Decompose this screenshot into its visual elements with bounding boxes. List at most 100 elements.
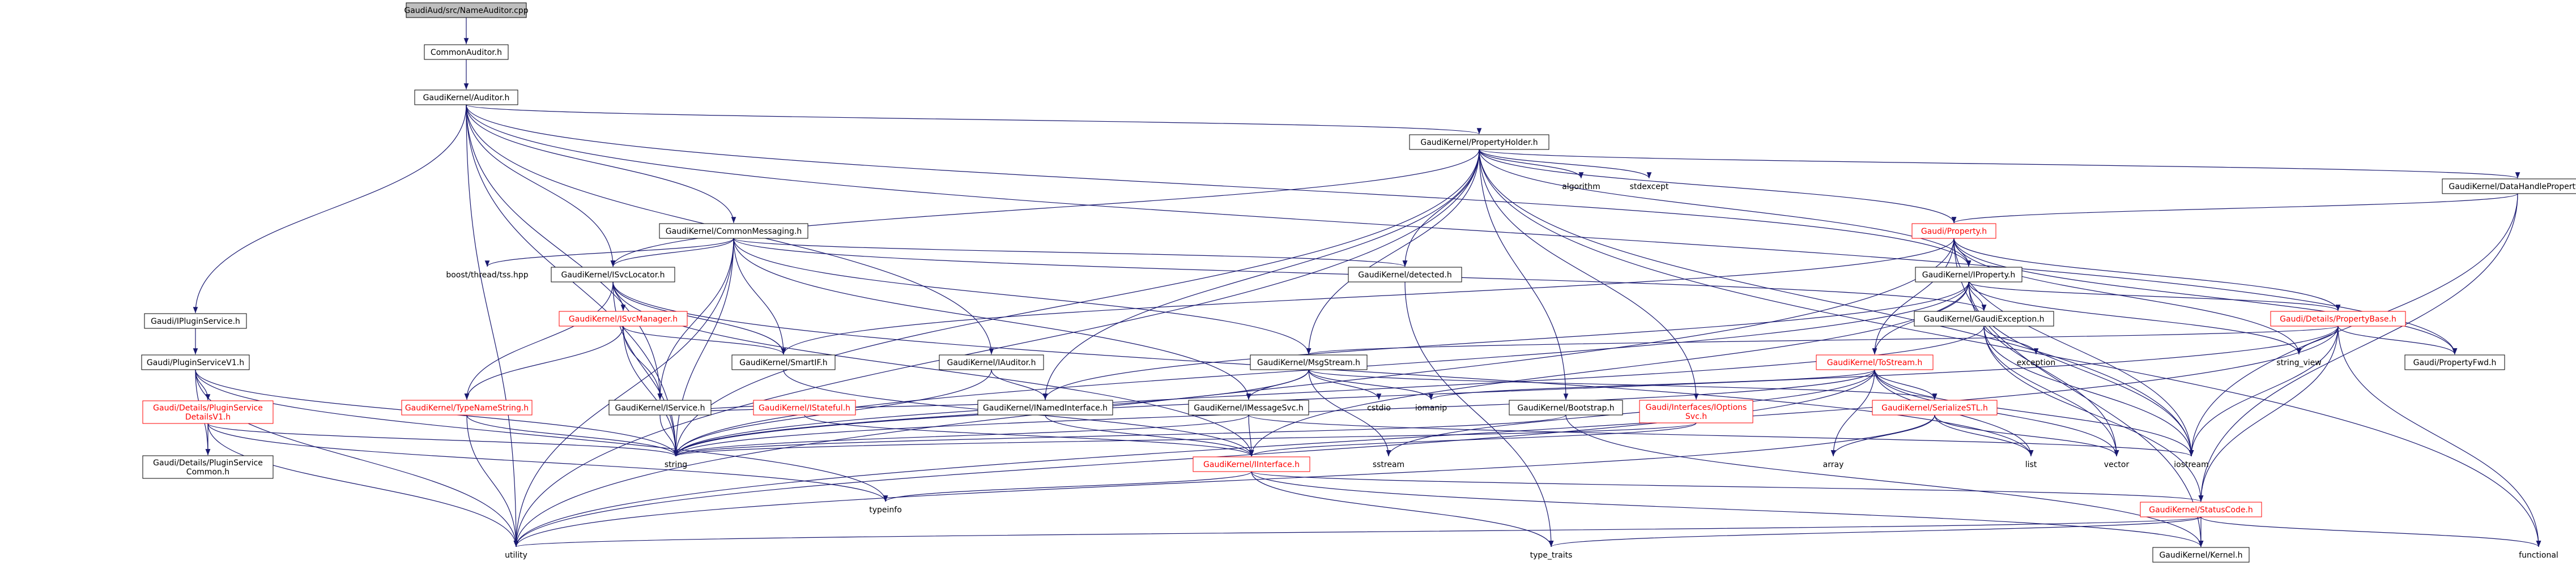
node-box-isvcmanager <box>559 311 688 327</box>
edge-propertyholder-to-string <box>673 149 1480 457</box>
node-box-statuscode <box>2140 502 2262 517</box>
node-label-gk-auditor: GaudiKernel/Auditor.h <box>423 93 510 102</box>
node-detected[interactable]: GaudiKernel/detected.h <box>1348 267 1462 282</box>
node-box-smartif <box>731 354 836 370</box>
node-box-inamedinterface <box>977 400 1113 416</box>
edge-propertybase-to-string <box>673 326 2339 457</box>
edge-property-to-string_view <box>1953 238 2302 355</box>
edge-propertyholder-to-stdexcept <box>1479 149 1652 179</box>
node-label-isvclocator: GaudiKernel/ISvcLocator.h <box>561 271 665 280</box>
edge-gk_auditor-to-propertyfwd <box>466 104 2458 355</box>
node-kernel[interactable]: GaudiKernel/Kernel.h <box>2152 547 2250 563</box>
node-label-typenamestring: GaudiKernel/TypeNameString.h <box>405 404 529 413</box>
node-algorithm: algorithm <box>1562 182 1600 191</box>
node-gk-auditor[interactable]: GaudiKernel/Auditor.h <box>414 89 518 105</box>
node-propertyfwd[interactable]: Gaudi/PropertyFwd.h <box>2404 354 2505 370</box>
node-label-tostream: GaudiKernel/ToStream.h <box>1827 358 1923 367</box>
edge-imessagesvc-to-iostream <box>1248 414 2194 457</box>
node-property[interactable]: Gaudi/Property.h <box>1911 223 1996 239</box>
edge-imessagesvc-to-string <box>673 414 1249 457</box>
node-box-pluginservicedetailsv1 <box>142 400 274 424</box>
edge-commonmessaging-to-detected <box>733 238 1407 267</box>
node-label-string-view: string_view <box>2276 358 2321 367</box>
node-box-commonmessaging <box>659 223 808 239</box>
node-typenamestring[interactable]: GaudiKernel/TypeNameString.h <box>401 400 533 416</box>
node-box-msgstream <box>1250 354 1368 370</box>
node-commonauditor[interactable]: CommonAuditor.h <box>424 44 509 60</box>
node-label-list: list <box>2025 460 2037 469</box>
node-label-iostream: iostream <box>2174 460 2209 469</box>
edge-property-to-tostream <box>1872 238 1955 355</box>
node-serializestl[interactable]: GaudiKernel/SerializeSTL.h <box>1872 400 1998 416</box>
node-label-array: array <box>1823 460 1844 469</box>
node-iauditor[interactable]: GaudiKernel/IAuditor.h <box>939 354 1044 370</box>
node-array: array <box>1823 460 1844 469</box>
edge-tostream-to-serializestl <box>1874 369 1938 400</box>
node-label-iauditor: GaudiKernel/IAuditor.h <box>947 358 1036 367</box>
edge-iproperty-to-propertybase <box>1968 281 2341 311</box>
node-propertyholder[interactable]: GaudiKernel/PropertyHolder.h <box>1409 134 1549 150</box>
node-string: string <box>665 460 687 469</box>
node-label-vector: vector <box>2104 460 2130 469</box>
edge-propertyholder-to-ioptionssvc <box>1479 149 1699 400</box>
node-list: list <box>2025 460 2037 469</box>
node-iproperty[interactable]: GaudiKernel/IProperty.h <box>1915 267 2023 282</box>
node-smartif[interactable]: GaudiKernel/SmartIF.h <box>731 354 836 370</box>
node-gaudiexception[interactable]: GaudiKernel/GaudiException.h <box>1914 311 2054 327</box>
edge-propertyholder-to-datahandleproperty <box>1479 149 2520 179</box>
edge-iinterface-to-type_traits <box>1251 471 1554 547</box>
edge-propertyholder-to-utility <box>513 149 1480 547</box>
node-box-imessagesvc <box>1188 400 1309 416</box>
edge-commonmessaging-to-boostthreads <box>484 238 734 267</box>
node-label-typeinfo: typeinfo <box>869 506 902 515</box>
node-label-ipluginservice: Gaudi/IPluginService.h <box>151 317 240 326</box>
edge-pluginservicev1-to-typeinfo <box>195 369 888 502</box>
edge-tostream-to-iostream <box>1874 369 2194 457</box>
node-box-isvclocator <box>551 267 675 282</box>
node-boostthreads: boost/thread/tss.hpp <box>446 271 528 280</box>
node-label-serializestl: GaudiKernel/SerializeSTL.h <box>1881 404 1988 413</box>
node-imessagesvc[interactable]: GaudiKernel/IMessageSvc.h <box>1188 400 1309 416</box>
node-label-boostthreads: boost/thread/tss.hpp <box>446 271 528 280</box>
node-root[interactable]: GaudiAud/src/NameAuditor.cpp <box>404 2 529 18</box>
node-box-typenamestring <box>401 400 533 416</box>
edge-detected-to-type_traits <box>1404 281 1554 547</box>
node-string-view: string_view <box>2276 358 2321 367</box>
node-isvclocator[interactable]: GaudiKernel/ISvcLocator.h <box>551 267 675 282</box>
node-box-ioptionssvc <box>1639 400 1753 423</box>
node-pluginservicev1[interactable]: Gaudi/PluginServiceV1.h <box>141 354 250 370</box>
node-datahandleproperty[interactable]: GaudiKernel/DataHandleProperty.h <box>2442 178 2576 194</box>
node-label-pluginservicecommon-line-2: Common.h <box>186 468 229 477</box>
edge-statuscode-to-utility <box>514 516 2202 547</box>
edge-gk_auditor-to-iproperty <box>466 104 1972 267</box>
edge-istateful-to-iinterface <box>804 414 1254 457</box>
edge-propertyholder-to-iostream <box>1479 149 2194 457</box>
node-inamedinterface[interactable]: GaudiKernel/INamedInterface.h <box>977 400 1113 416</box>
node-iinterface[interactable]: GaudiKernel/IInterface.h <box>1193 456 1310 472</box>
edge-gk_auditor-to-isvclocator <box>466 104 616 267</box>
edge-commonmessaging-to-utility <box>513 238 734 547</box>
node-isvcmanager[interactable]: GaudiKernel/ISvcManager.h <box>559 311 688 327</box>
node-commonmessaging[interactable]: GaudiKernel/CommonMessaging.h <box>659 223 808 239</box>
node-label-iproperty: GaudiKernel/IProperty.h <box>1922 271 2015 280</box>
node-istateful[interactable]: GaudiKernel/IStateful.h <box>753 400 856 416</box>
node-statuscode[interactable]: GaudiKernel/StatusCode.h <box>2140 502 2262 517</box>
node-msgstream[interactable]: GaudiKernel/MsgStream.h <box>1250 354 1368 370</box>
node-tostream[interactable]: GaudiKernel/ToStream.h <box>1816 354 1934 370</box>
node-label-pluginservicev1: Gaudi/PluginServiceV1.h <box>147 358 244 367</box>
node-stdexcept: stdexcept <box>1630 182 1669 191</box>
node-label-ioptionssvc-line-1: Gaudi/Interfaces/IOptions <box>1646 403 1747 412</box>
node-ipluginservice[interactable]: Gaudi/IPluginService.h <box>144 313 247 329</box>
edge-iinterface-to-kernel <box>1251 471 2204 547</box>
node-isvcmanager-iservice[interactable]: GaudiKernel/IService.h <box>608 400 712 416</box>
node-label-pluginservicedetailsv1-line-2: DetailsV1.h <box>185 413 231 422</box>
node-label-isvcmanager-iservice: GaudiKernel/IService.h <box>615 404 705 413</box>
edge-serializestl-to-utility <box>513 414 1935 547</box>
node-bootstrap[interactable]: GaudiKernel/Bootstrap.h <box>1509 400 1623 416</box>
node-propertybase[interactable]: Gaudi/Details/PropertyBase.h <box>2270 311 2406 327</box>
edge-tostream-to-sstream <box>1386 369 1875 457</box>
